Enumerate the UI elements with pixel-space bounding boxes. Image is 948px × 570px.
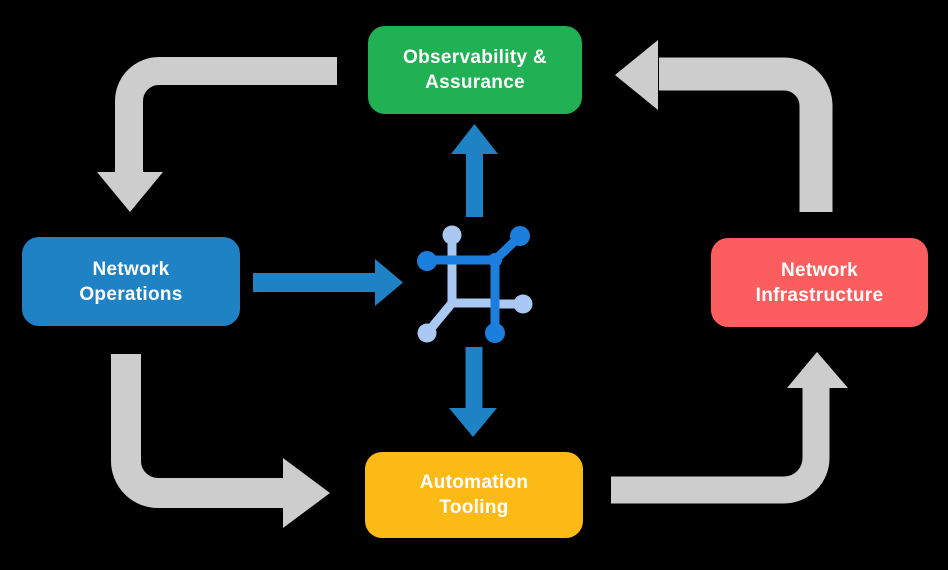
mesh-light-links [417, 225, 533, 343]
node-label-line: Operations [79, 283, 183, 305]
node-label-line: Automation [419, 472, 529, 493]
arrow-center-to-automation [449, 347, 497, 437]
arrow-automation-to-infrastructure [611, 352, 848, 504]
node-label-line: Network [92, 258, 170, 280]
node-network-operations: Network Operations [22, 237, 240, 326]
arrow-center-to-observability [451, 124, 498, 217]
node-observability-assurance: Observability & Assurance [368, 26, 582, 114]
node-automation-tooling: Automation Tooling [365, 452, 583, 538]
network-mesh-icon [417, 225, 533, 343]
mesh-dark-links [417, 226, 530, 343]
node-label-line: Assurance [425, 72, 525, 93]
arrow-observability-to-operations [97, 57, 337, 212]
node-label-line: Tooling [439, 497, 509, 518]
arrow-operations-to-automation [111, 354, 330, 528]
node-label-line: Network [780, 259, 859, 281]
node-network-infrastructure: Network Infrastructure [711, 238, 928, 327]
node-label-line: Infrastructure [755, 284, 884, 306]
arrow-operations-to-center [253, 259, 403, 306]
node-label-line: Observability & [403, 47, 547, 68]
arrow-infrastructure-to-observability [615, 40, 833, 212]
